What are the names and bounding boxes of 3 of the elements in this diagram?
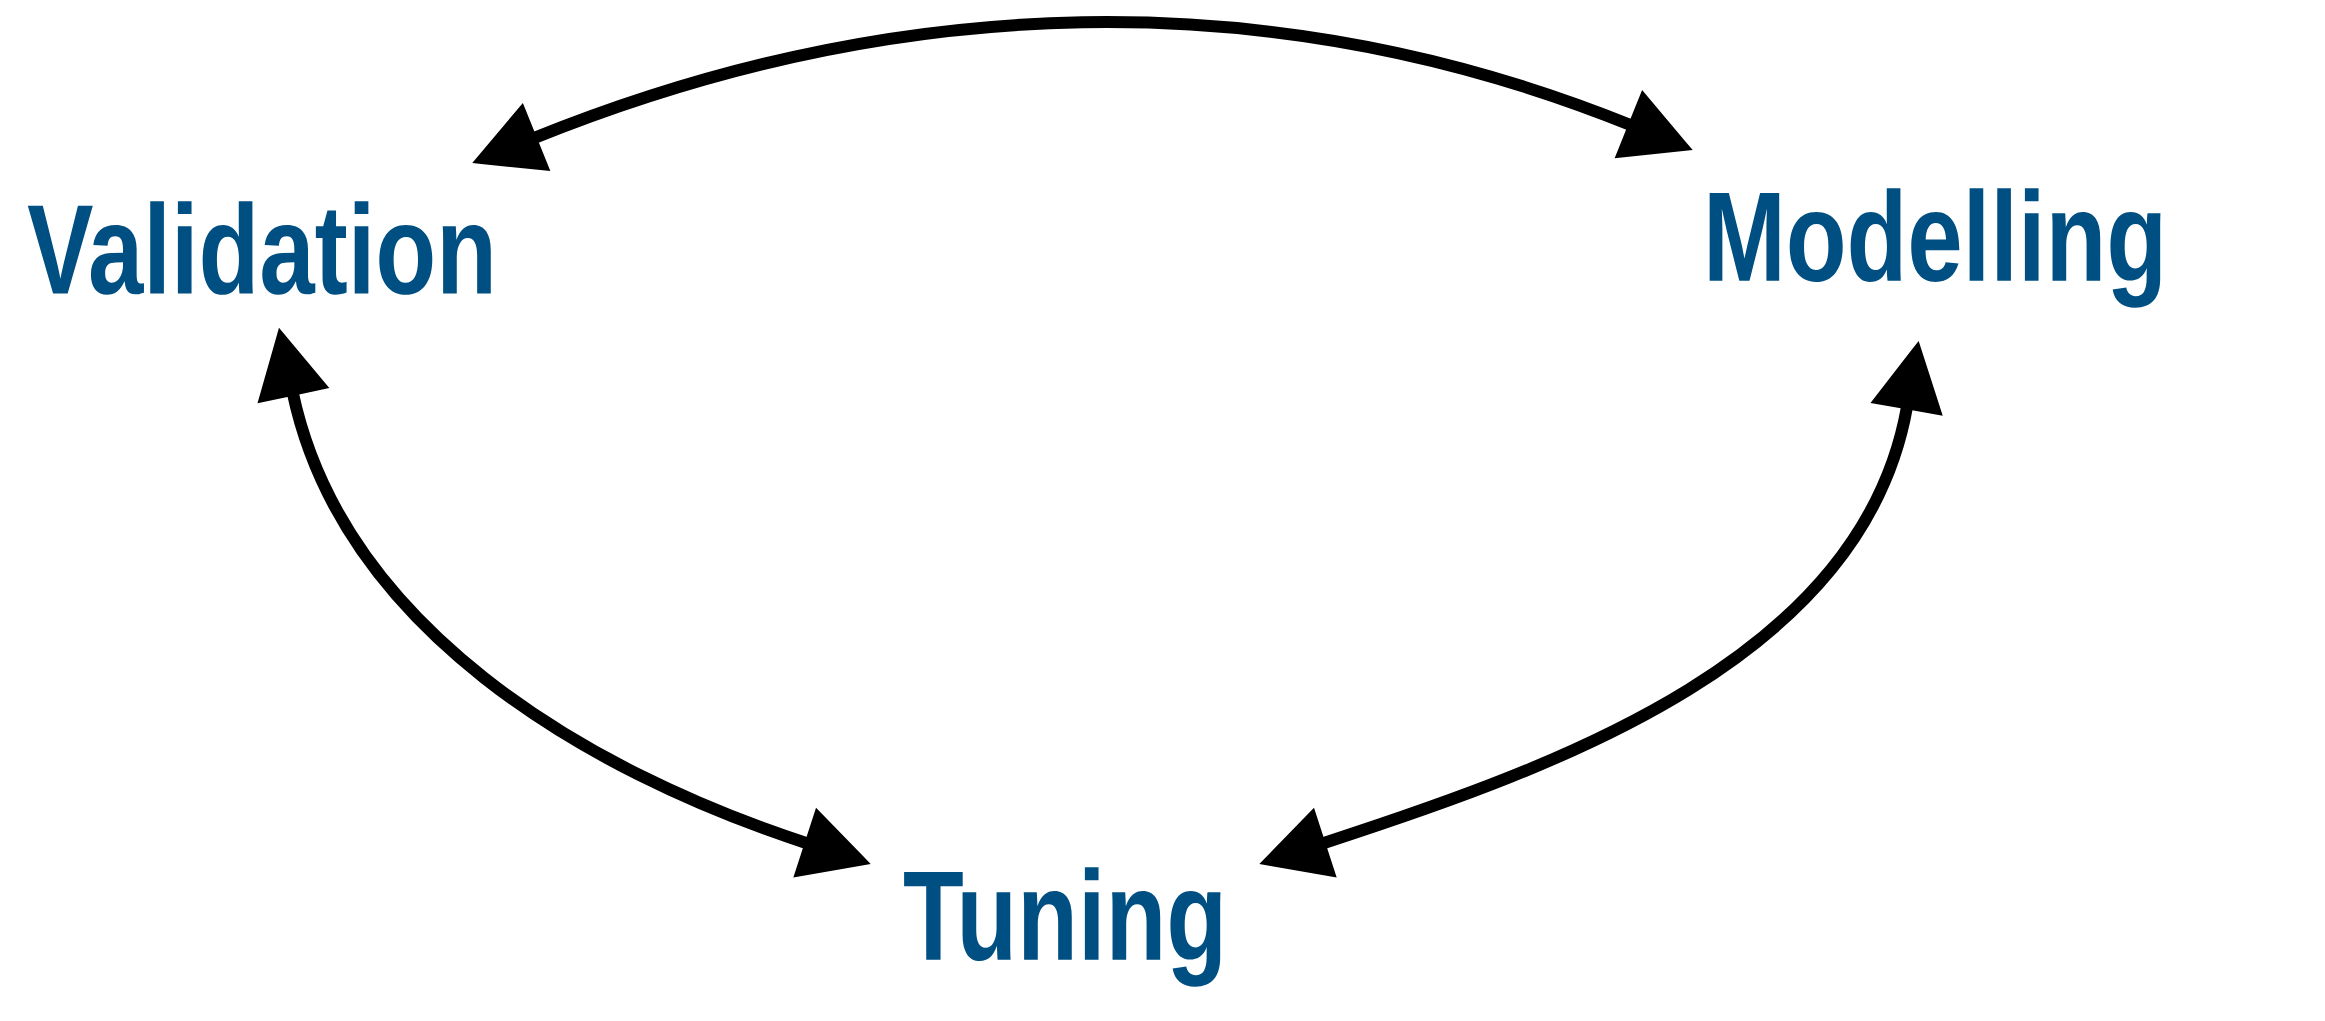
stage-label: Modelling bbox=[1709, 188, 2161, 308]
stage-label: Validation bbox=[27, 201, 491, 295]
stage-label: Tuning bbox=[904, 867, 1221, 987]
